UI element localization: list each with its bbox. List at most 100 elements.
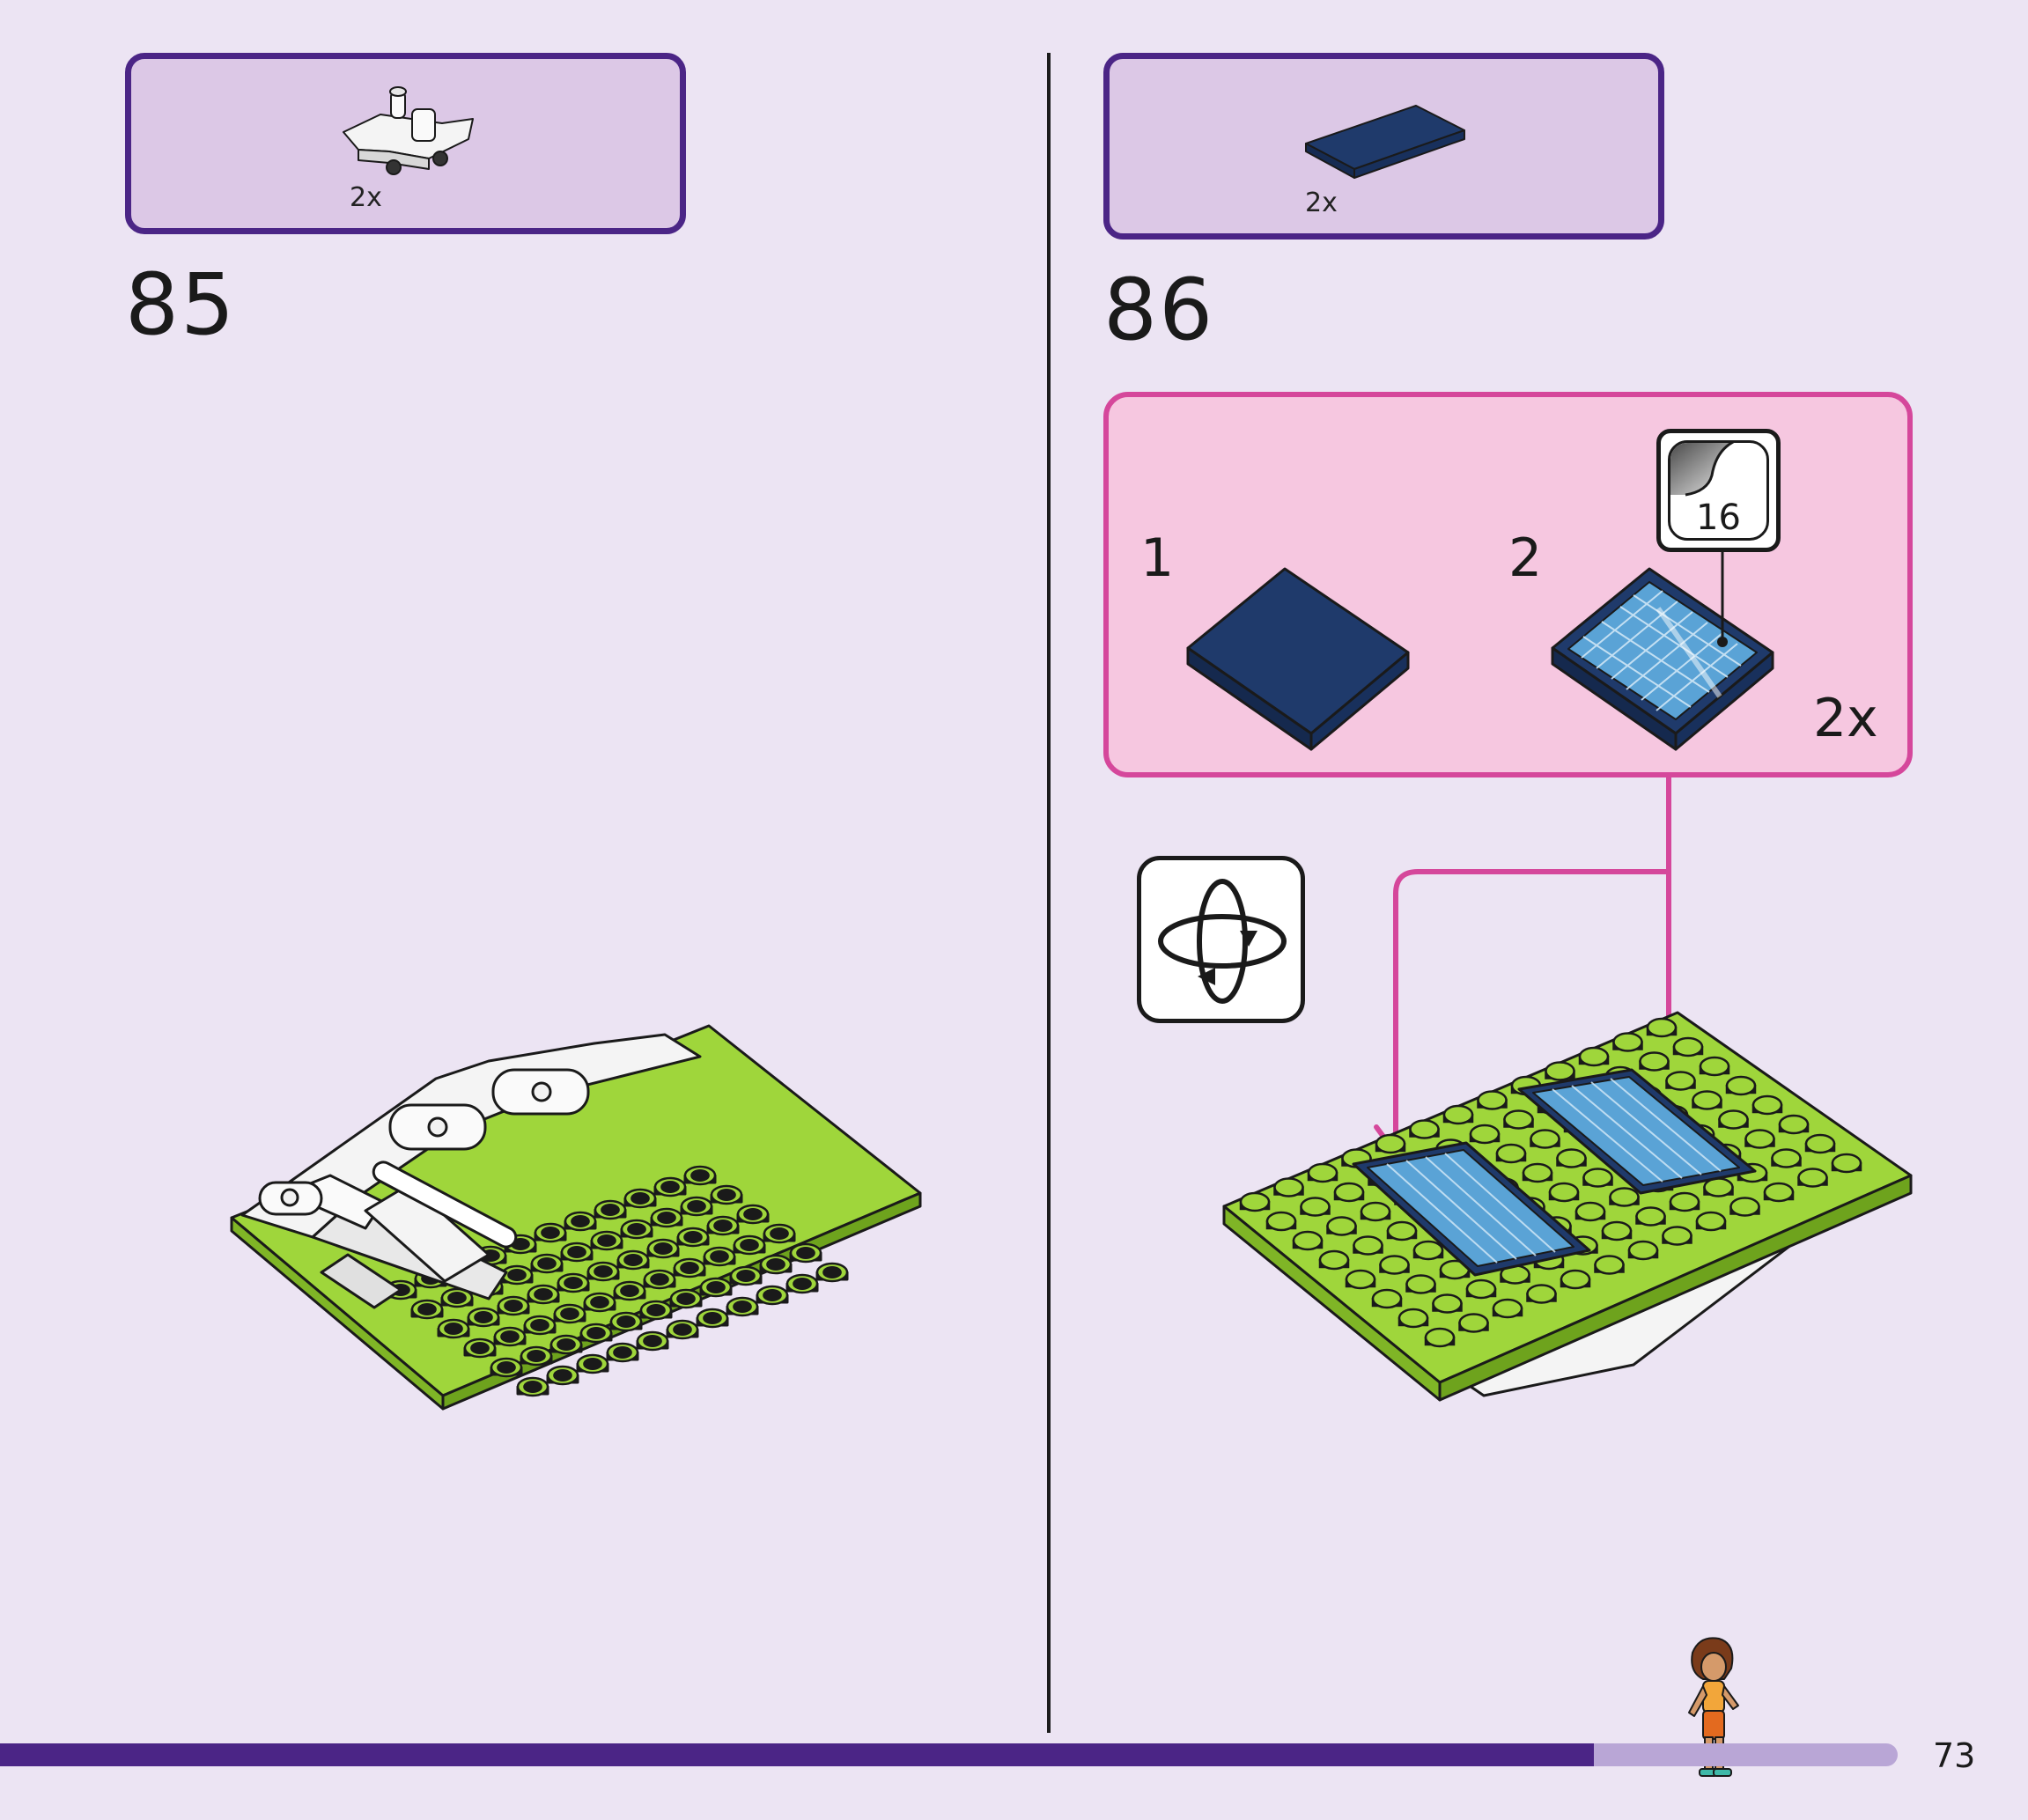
stud-hole (687, 1200, 706, 1212)
subassembly-callout: 1 2 2x (1103, 392, 1913, 777)
stud-hole (571, 1215, 590, 1227)
step-number-85: 85 (125, 255, 237, 354)
stud-hole (653, 1242, 673, 1255)
stud-top (1662, 1226, 1692, 1246)
stud-top (1503, 1109, 1534, 1130)
stud-top (1405, 1274, 1436, 1294)
stud-top (1804, 1133, 1836, 1154)
stud-hole (740, 1239, 759, 1251)
stud-hole (680, 1262, 699, 1274)
stud-hole (763, 1289, 782, 1301)
substep-2-solar-tile-illustration (1551, 567, 1774, 751)
sticker-tag: 16 (1656, 429, 1781, 552)
stud-top (1831, 1153, 1862, 1174)
stud-hole (673, 1323, 692, 1336)
stud-hole (567, 1246, 586, 1258)
stud-hole (650, 1273, 669, 1286)
stud-top (1292, 1230, 1324, 1251)
stud-top (1601, 1220, 1633, 1242)
stud-top (1669, 1191, 1700, 1212)
stud-top (1797, 1168, 1828, 1188)
substep-1-tile-illustration (1186, 567, 1410, 751)
stud-hole (793, 1278, 812, 1290)
dark-blue-tile-part-icon (1305, 105, 1465, 179)
stud-top (1582, 1168, 1613, 1188)
stud-hole (770, 1227, 789, 1240)
stud-top (1318, 1249, 1350, 1271)
stud-hole (657, 1212, 676, 1224)
stud-hole (523, 1381, 542, 1393)
white-hinge-plate-part-icon (343, 86, 474, 175)
stud-top (1744, 1129, 1775, 1149)
stud-top (1442, 1104, 1474, 1125)
stud-top (1265, 1211, 1297, 1232)
stud-top (1609, 1187, 1640, 1207)
stud-top (1333, 1182, 1365, 1203)
stud-top (1695, 1211, 1727, 1232)
stud-hole (594, 1265, 613, 1278)
stud-hole (733, 1301, 752, 1313)
stud-hole (590, 1296, 609, 1308)
page-number: 73 (1933, 1736, 1976, 1775)
stud-top (1548, 1182, 1580, 1203)
stud-hole (706, 1281, 726, 1293)
stud-top (1578, 1046, 1610, 1067)
page-divider (1047, 53, 1051, 1733)
stud-top (1371, 1288, 1403, 1309)
stud-top (1635, 1206, 1666, 1227)
stud-top (1639, 1051, 1670, 1072)
sticker-leader-line (1717, 552, 1728, 647)
stud-hole (537, 1257, 557, 1270)
stud-hole (447, 1292, 467, 1304)
progress-bar-fill (0, 1743, 1594, 1766)
stud-top (1522, 1162, 1553, 1183)
stud-top (1492, 1298, 1523, 1319)
stud-hole (676, 1293, 696, 1305)
stud-top (1465, 1278, 1497, 1300)
stud-top (1763, 1182, 1795, 1203)
sticker-icon: 16 (1668, 440, 1769, 541)
stud-top (1692, 1090, 1722, 1110)
step-number-86: 86 (1103, 261, 1215, 359)
stud-top (1646, 1017, 1678, 1038)
stud-hole (586, 1327, 606, 1339)
stud-hole (507, 1269, 527, 1281)
stud-hole (631, 1192, 650, 1205)
stud-hole (560, 1308, 579, 1320)
stud-top (1432, 1293, 1463, 1314)
stud-top (1530, 1129, 1560, 1149)
stud-hole (713, 1219, 733, 1232)
stud-hole (623, 1254, 643, 1266)
stud-hole (497, 1361, 516, 1374)
part-quantity: 2x (350, 182, 382, 213)
model-step-85-illustration (230, 1024, 922, 1411)
minifigure-icon (1688, 1637, 1739, 1777)
stud-hole (553, 1369, 572, 1382)
substep-number-2: 2 (1508, 527, 1543, 589)
stud-top (1699, 1056, 1730, 1077)
stud-hole (541, 1227, 560, 1239)
sticker-number: 16 (1696, 497, 1741, 538)
stud-hole (616, 1315, 636, 1328)
stud-top (1397, 1308, 1429, 1329)
stud-top (1560, 1269, 1591, 1290)
stud-top (1412, 1240, 1444, 1261)
stud-top (1409, 1119, 1440, 1139)
stud-hole (683, 1231, 703, 1243)
stud-top (1326, 1216, 1357, 1236)
stud-hole (530, 1319, 549, 1331)
stud-hole (564, 1277, 583, 1289)
stud-top (1469, 1124, 1501, 1145)
stud-top (1353, 1235, 1383, 1256)
stud-hole (703, 1312, 722, 1324)
stud-top (1665, 1071, 1696, 1091)
stud-hole (627, 1223, 646, 1235)
stud-hole (474, 1311, 493, 1323)
stud-hole (527, 1350, 546, 1362)
stud-hole (613, 1346, 632, 1359)
parts-box-step-85: 2x (125, 53, 686, 234)
rotate-model-icon (1137, 856, 1305, 1023)
stud-top (1239, 1191, 1271, 1212)
stud-top (1729, 1197, 1760, 1217)
stud-hole (736, 1270, 756, 1282)
